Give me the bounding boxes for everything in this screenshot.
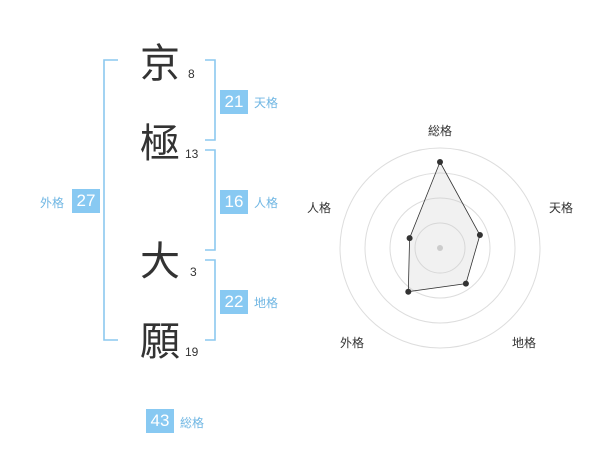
radar-axis-label-tenkaku: 天格	[549, 201, 574, 215]
radar-grid-ring-1	[414, 222, 466, 274]
name-char-3: 大	[140, 239, 180, 285]
tenkaku-value: 21	[220, 90, 248, 114]
chikaku-label: 地格	[254, 296, 279, 310]
gaikaku-label: 外格	[40, 196, 65, 210]
name-char-1: 京	[140, 41, 180, 87]
outer-bracket	[103, 59, 118, 341]
radar-center-dot	[437, 245, 443, 251]
jinkaku-value: 16	[220, 190, 248, 214]
radar-axis-label-soukaku: 総格	[428, 124, 453, 138]
chikaku-bracket	[205, 259, 216, 341]
chikaku-value: 22	[220, 290, 248, 314]
stroke-count-4: 19	[185, 345, 199, 359]
radar-point-5	[406, 235, 413, 242]
radar-point-2	[476, 232, 483, 238]
name-char-4: 願	[140, 319, 180, 365]
soukaku-value: 43	[146, 409, 174, 433]
stroke-count-2: 13	[185, 147, 199, 161]
name-char-2: 極	[140, 121, 180, 167]
radar-point-4	[405, 288, 412, 295]
soukaku-label: 総格	[180, 416, 205, 430]
gaikaku-value: 27	[72, 189, 100, 213]
jinkaku-label: 人格	[254, 196, 279, 210]
radar-data-polygon	[407, 161, 481, 293]
stroke-count-3: 3	[190, 265, 197, 279]
tenkaku-label: 天格	[254, 96, 279, 110]
radar-grid-ring-4	[339, 147, 541, 349]
radar-axis-label-chikaku: 地格	[512, 336, 537, 350]
radar-axis-label-jinkaku: 人格	[307, 201, 332, 215]
radar-axis-label-gaikaku: 外格	[340, 336, 365, 350]
radar-grid-ring-2	[389, 197, 491, 299]
radar-grid-ring-3	[364, 172, 516, 324]
radar-point-3	[462, 280, 469, 287]
stroke-count-1: 8	[188, 67, 195, 81]
tenkaku-bracket	[205, 59, 216, 141]
jinkaku-bracket	[205, 149, 216, 251]
radar-point-1	[437, 159, 443, 165]
